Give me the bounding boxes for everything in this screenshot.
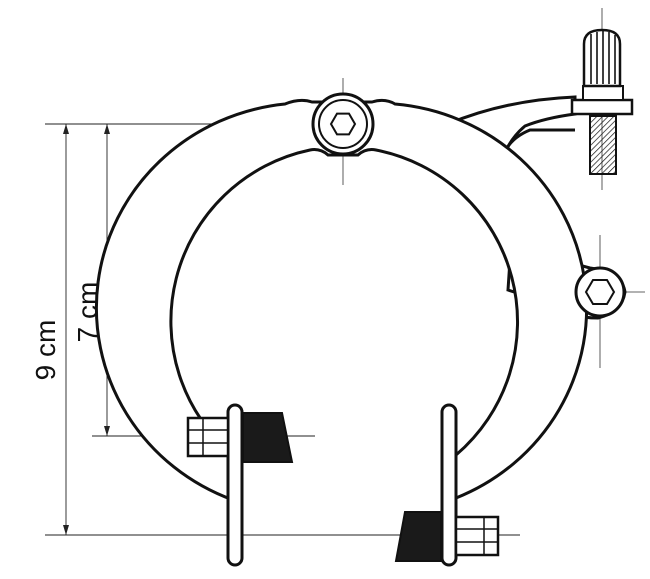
hex-bolt-icon: [584, 279, 616, 305]
brake-pad-icon: [394, 511, 442, 562]
adjuster-washer: [570, 98, 634, 116]
threaded-stud-icon: [589, 115, 617, 175]
top-pivot-bolt: [311, 92, 375, 156]
left-brake-shoe: [186, 403, 294, 567]
caliper-outer: [94, 98, 589, 503]
adjuster-assembly: [570, 28, 634, 175]
arrow-7cm-top: [104, 124, 110, 134]
adjuster-nut: [582, 85, 624, 101]
brake-pad-icon: [242, 412, 294, 463]
hex-bolt-icon: [329, 112, 357, 136]
adjuster-knob-icon: [582, 28, 622, 88]
dimension-label-9cm: 9 cm: [30, 320, 61, 381]
arrow-9cm-bottom: [63, 525, 69, 535]
left-pad-bolt: [186, 416, 230, 458]
right-pad-bolt: [454, 515, 500, 557]
right-brake-shoe: [394, 403, 500, 567]
arrow-9cm-top: [63, 124, 69, 134]
side-pivot-bolt: [574, 266, 626, 318]
arrow-7cm-bottom: [104, 426, 110, 436]
